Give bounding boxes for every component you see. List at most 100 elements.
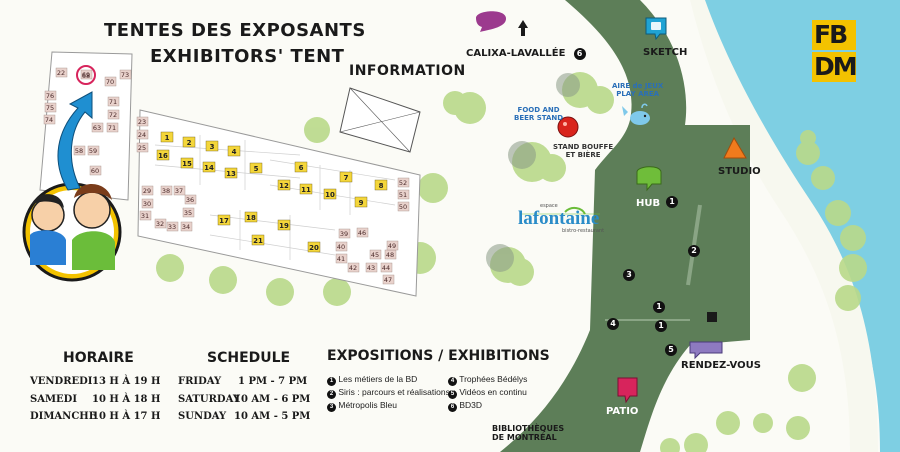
expo-label: Les métiers de la BD: [338, 374, 418, 384]
booth-label: 11: [301, 186, 311, 194]
svg-text:22: 22: [57, 69, 65, 77]
booth-10: [323, 188, 337, 200]
svg-text:40: 40: [337, 243, 345, 251]
rendezvous-label: RENDEZ-VOUS: [681, 360, 761, 371]
expo-item-4: 4 Trophées Bédélys: [448, 374, 527, 386]
lafontaine-name: lafontaine: [518, 208, 600, 229]
svg-text:75: 75: [46, 104, 54, 112]
booth-15: [180, 157, 194, 169]
hub-label: HUB: [636, 198, 661, 209]
expo-item-1: 1 Les métiers de la BD: [327, 374, 417, 386]
booth-label: 13: [226, 170, 236, 178]
svg-text:51: 51: [399, 191, 407, 199]
booth-label: 4: [232, 148, 237, 156]
booth-label: 2: [187, 139, 192, 147]
booth-label: 7: [344, 174, 349, 182]
svg-text:34: 34: [182, 223, 190, 231]
svg-text:23: 23: [138, 118, 146, 126]
svg-text:48: 48: [386, 251, 394, 259]
lafontaine-sub: bistro-restaurant: [562, 228, 605, 234]
restroom-icon: [707, 312, 717, 322]
expo-item-2: 2 Siris : parcours et réalisations: [327, 387, 450, 399]
svg-text:42: 42: [349, 264, 357, 272]
schedule-day-1: FRIDAY: [178, 376, 222, 387]
horaire-title: HORAIRE: [63, 350, 134, 366]
booth-label: 8: [379, 182, 384, 190]
booth-label: 15: [182, 160, 192, 168]
svg-text:45: 45: [371, 251, 379, 259]
booth-label: 1: [165, 134, 170, 142]
booth-label: 10: [325, 191, 335, 199]
you-are-here-ring: [76, 65, 96, 85]
expo-num: 6: [448, 403, 457, 412]
tent-title-fr: TENTES DES EXPOSANTS: [104, 20, 366, 41]
pointer-arrow: [57, 91, 93, 191]
svg-text:24: 24: [138, 131, 146, 139]
expo-label: Vidéos en continu: [459, 387, 527, 397]
schedule-time-2: 10 AM - 6 PM: [234, 394, 311, 405]
svg-text:30: 30: [143, 200, 151, 208]
booths-yellow: [156, 131, 388, 253]
booth-label: 21: [253, 237, 263, 245]
booth-16: [156, 149, 170, 161]
booth-5: [249, 162, 263, 174]
expo-label: BD3D: [459, 400, 483, 410]
svg-text:44: 44: [382, 264, 390, 272]
booth-label: 16: [158, 152, 168, 160]
expo-item-6: 6 BD3D: [448, 400, 482, 412]
marker-1-b: 1: [653, 301, 665, 313]
svg-text:76: 76: [46, 92, 54, 100]
stand-bouffe-label: STAND BOUFFE ET BIÈRE: [553, 143, 614, 159]
booth-label: 6: [299, 164, 304, 172]
booth-label: 17: [219, 217, 229, 225]
svg-text:41: 41: [337, 255, 345, 263]
expo-label: Métropolis Bleu: [338, 400, 397, 410]
expo-num: 1: [327, 377, 336, 386]
booth-label: 20: [309, 244, 319, 252]
expo-num: 3: [327, 403, 336, 412]
expo-item-3: 3 Métropolis Bleu: [327, 400, 397, 412]
booth-13: [224, 167, 238, 179]
schedule-time-3: 10 AM - 5 PM: [234, 411, 311, 422]
lafontaine: espace lafontaine bistro-restaurant: [518, 203, 604, 234]
horaire-day-1: VENDREDI: [30, 376, 93, 387]
booth-3: [205, 140, 219, 152]
booth-label: 9: [359, 199, 364, 207]
information-label: INFORMATION: [349, 63, 466, 79]
svg-text:59: 59: [89, 147, 97, 155]
hub-icon: [636, 166, 662, 192]
fbdm-logo-bottom: DM: [812, 52, 858, 82]
horaire-time-3: 10 H À 17 H: [92, 411, 161, 422]
booth-label: 3: [210, 143, 215, 151]
marker-1-hub: 1: [666, 196, 678, 208]
booth-2: [182, 136, 196, 148]
booth-label: 5: [254, 165, 259, 173]
booth-18: [244, 211, 258, 223]
svg-text:36: 36: [186, 196, 194, 204]
svg-text:52: 52: [399, 179, 407, 187]
booth-label: 18: [246, 214, 256, 222]
svg-text:50: 50: [399, 203, 407, 211]
svg-text:33: 33: [168, 223, 176, 231]
booth-8: [374, 179, 388, 191]
svg-text:47: 47: [384, 276, 392, 284]
fbdm-logo-top: FB: [812, 20, 856, 50]
booths-pink: [43, 67, 410, 285]
tent-grid: [154, 135, 396, 260]
park-area: [500, 0, 750, 452]
svg-text:35: 35: [184, 209, 192, 217]
marker-2: 2: [688, 245, 700, 257]
schedule-day-3: SUNDAY: [178, 411, 227, 422]
svg-text:60: 60: [91, 167, 99, 175]
horaire-time-1: 13 H À 19 H: [92, 376, 161, 387]
svg-text:73: 73: [121, 71, 129, 79]
booth-pink-labels: 22 23 24 25 29 30 31 32 33 34 35 36 37 3…: [45, 69, 407, 284]
patio-icon: [617, 377, 638, 404]
booth-21: [251, 234, 265, 246]
svg-text:31: 31: [141, 212, 149, 220]
biblio-label: BIBLIOTHÈQUES DE MONTRÉAL: [492, 424, 565, 442]
booth-label: 14: [204, 164, 214, 172]
calixa-speech-icon: [476, 11, 507, 32]
expo-num: 4: [448, 377, 457, 386]
shore: [690, 0, 878, 452]
